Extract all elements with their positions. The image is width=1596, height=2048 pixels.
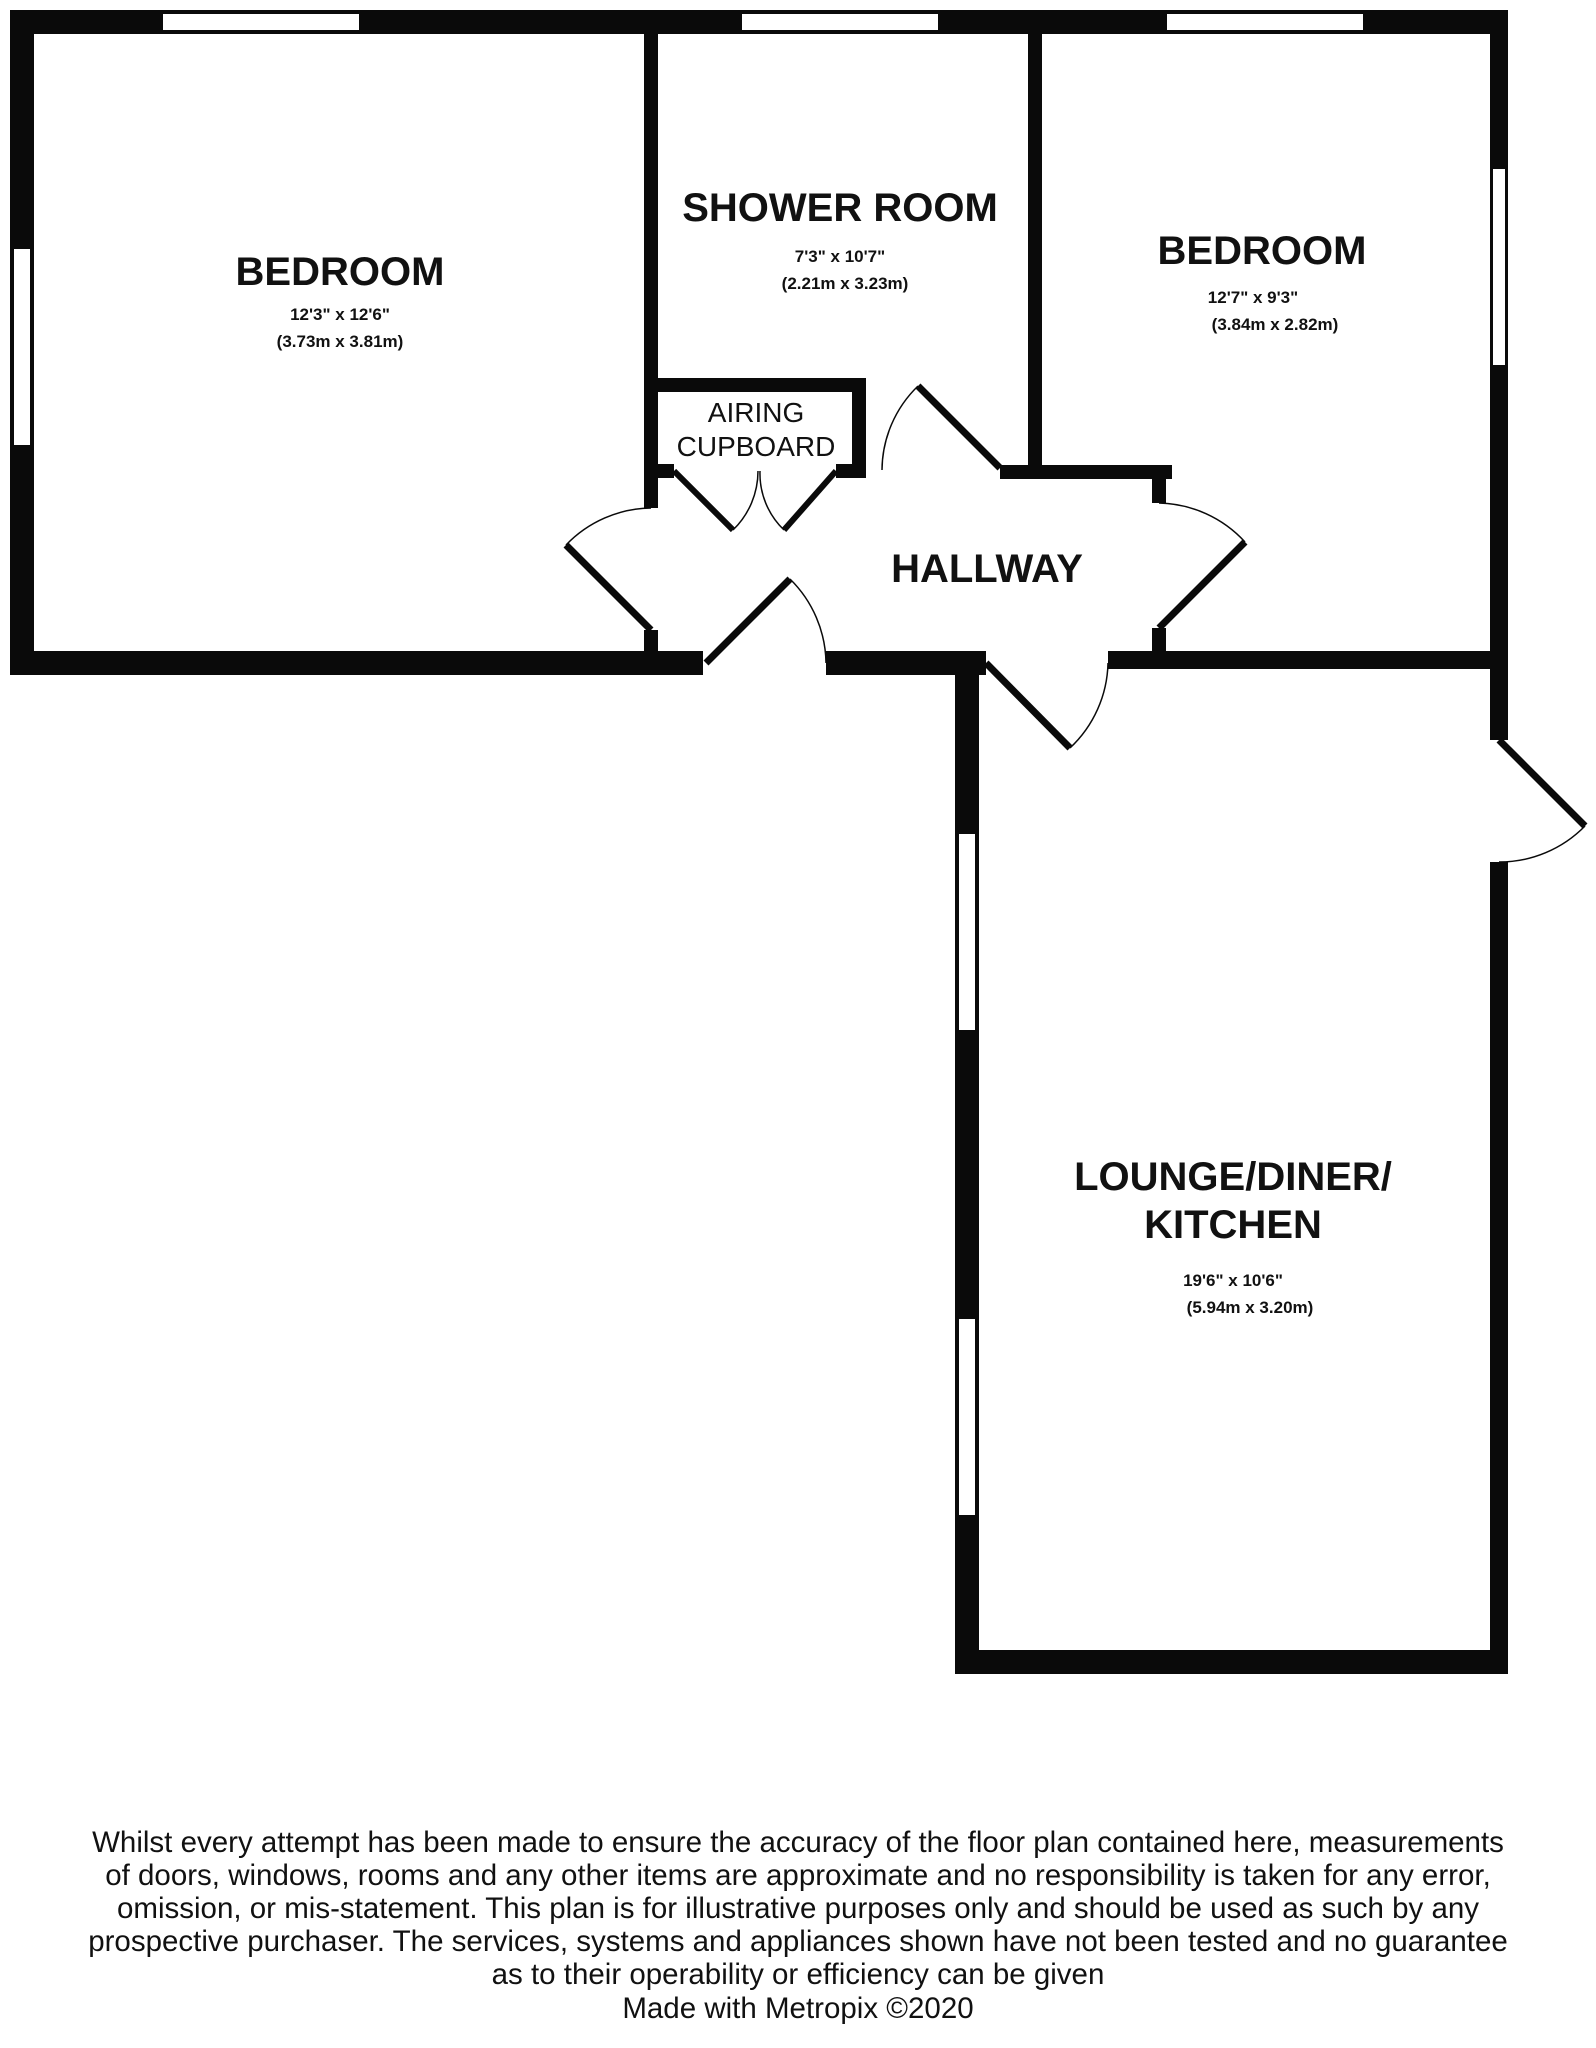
wall-bedroom2-stub-top xyxy=(1152,465,1166,503)
door-entrance xyxy=(703,576,827,666)
window-shower-top xyxy=(740,12,940,32)
wall-right-lower xyxy=(1490,862,1508,1674)
window-lounge-left-upper xyxy=(957,832,977,1032)
credit-text: Made with Metropix ©2020 xyxy=(622,1992,974,2025)
shower-dim-metric: (2.21m x 3.23m) xyxy=(782,274,909,293)
bedroom2-name: BEDROOM xyxy=(1158,229,1367,273)
airing-line1: AIRING xyxy=(708,397,804,428)
window-bedroom1-left xyxy=(12,247,32,447)
door-shower xyxy=(881,383,1003,471)
wall-bedroom2-bottom-left xyxy=(1000,465,1172,479)
window-lounge-left-lower xyxy=(957,1317,977,1517)
lounge-dim-imperial: 19'6" x 10'6" xyxy=(1183,1271,1283,1290)
wall-lounge-left xyxy=(955,651,979,1673)
window-bedroom2-right xyxy=(1491,167,1507,367)
shower-name: SHOWER ROOM xyxy=(682,186,998,230)
wall-bedroom2-lounge xyxy=(1108,651,1508,669)
bedroom1-dim-metric: (3.73m x 3.81m) xyxy=(277,332,404,351)
wall-bedroom1-bottom xyxy=(10,651,703,675)
airing-line2: CUPBOARD xyxy=(677,431,836,462)
wall-airing-left-bottom xyxy=(644,464,674,478)
wall-shower-bedroom2 xyxy=(1028,10,1042,465)
room-labels: BEDROOM 12'3" x 12'6" (3.73m x 3.81m) SH… xyxy=(236,186,1392,1317)
door-airing-left xyxy=(671,468,759,533)
doors xyxy=(563,383,1588,863)
wall-bedroom1-shower xyxy=(644,10,658,508)
lounge-line1: LOUNGE/DINER/ xyxy=(1074,1155,1392,1199)
wall-bedroom1-stub xyxy=(644,630,658,675)
shower-dim-imperial: 7'3" x 10'7" xyxy=(795,247,885,266)
lounge-line2: KITCHEN xyxy=(1144,1203,1322,1247)
bedroom2-dim-metric: (3.84m x 2.82m) xyxy=(1212,315,1339,334)
bedroom2-dim-imperial: 12'7" x 9'3" xyxy=(1208,288,1298,307)
wall-airing-top xyxy=(644,378,866,392)
window-bedroom2-top xyxy=(1165,12,1365,32)
hallway-name: HALLWAY xyxy=(891,547,1083,591)
windows xyxy=(12,12,1507,1517)
lounge-dim-metric: (5.94m x 3.20m) xyxy=(1187,1298,1314,1317)
wall-airing-right xyxy=(852,378,866,478)
door-lounge xyxy=(983,660,1109,751)
door-airing-right xyxy=(759,469,839,532)
disclaimer-text: Whilst every attempt has been made to en… xyxy=(88,1826,1508,1991)
floor-plan: BEDROOM 12'3" x 12'6" (3.73m x 3.81m) SH… xyxy=(10,10,1588,1674)
bedroom1-dim-imperial: 12'3" x 12'6" xyxy=(290,305,390,324)
door-external xyxy=(1496,737,1588,863)
wall-airing-right-bottom xyxy=(836,464,866,478)
wall-right-upper xyxy=(1490,10,1508,740)
door-bedroom1 xyxy=(563,507,654,633)
wall-lounge-bottom xyxy=(955,1650,1508,1674)
wall-bedroom2-stub-bottom xyxy=(1152,628,1166,656)
bedroom1-name: BEDROOM xyxy=(236,250,445,294)
window-bedroom1-top xyxy=(161,12,361,32)
door-bedroom2 xyxy=(1156,502,1248,631)
